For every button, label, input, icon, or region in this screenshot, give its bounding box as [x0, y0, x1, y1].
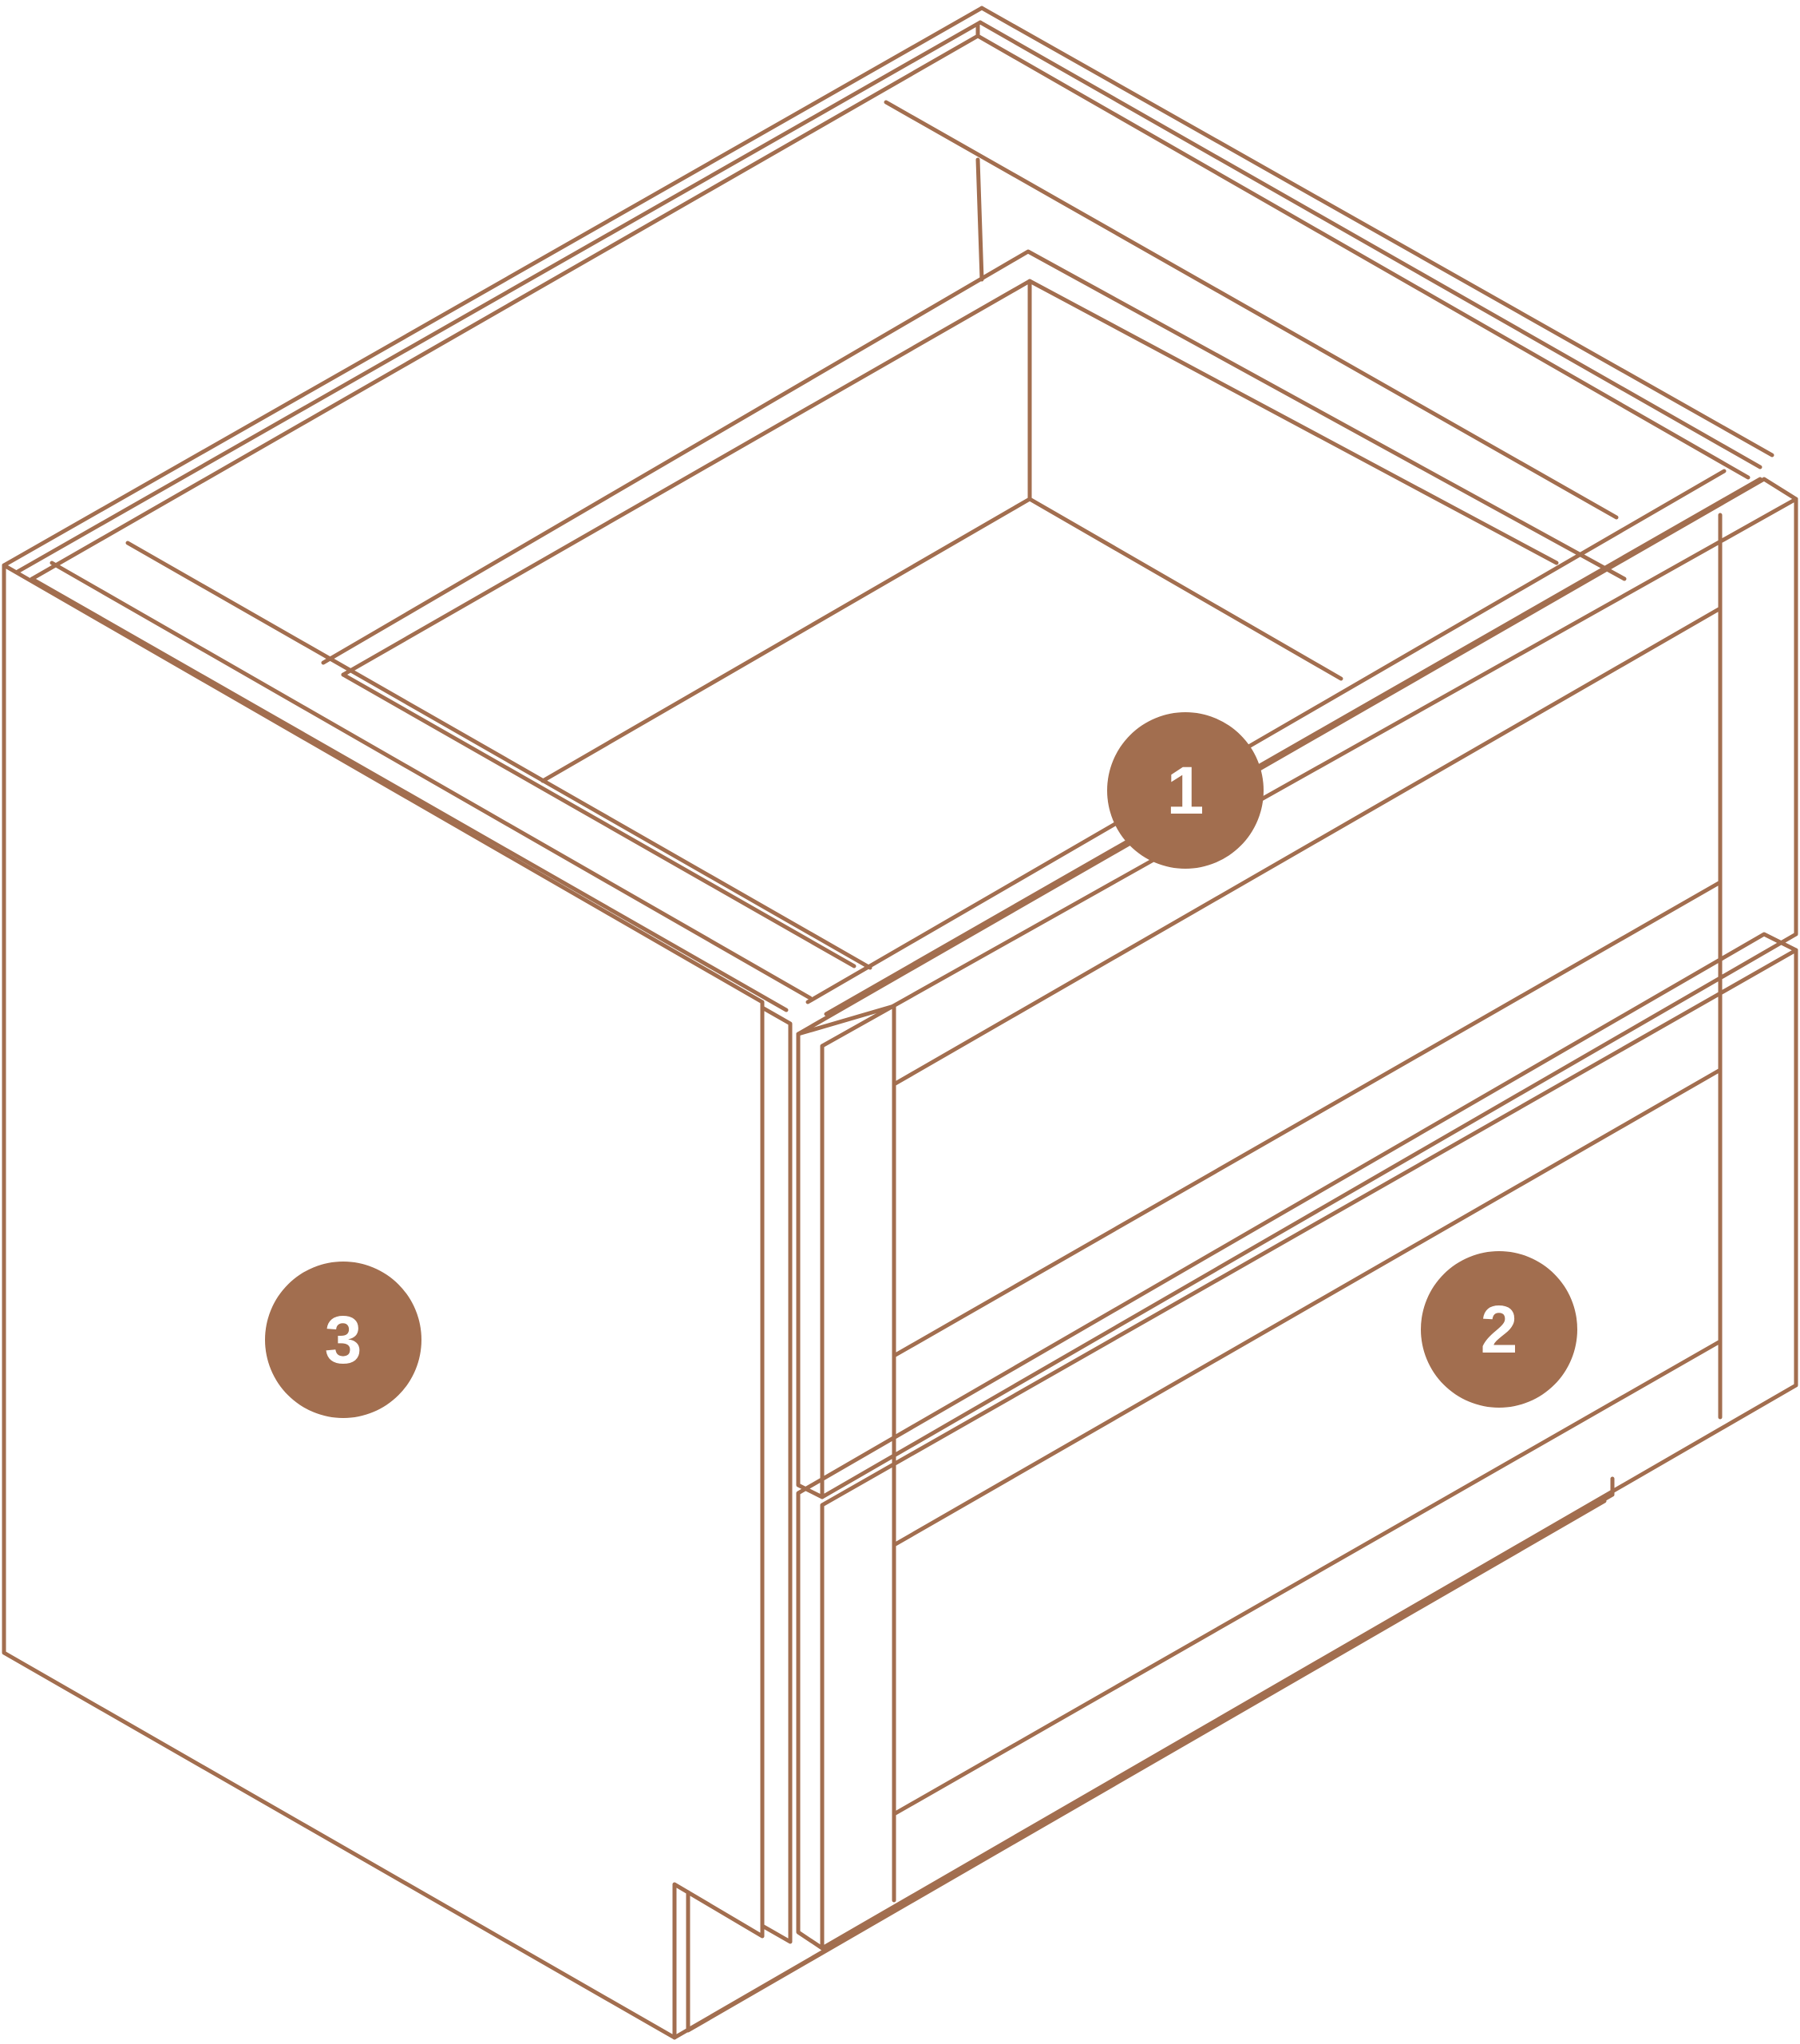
callout-2-marker [1421, 1251, 1577, 1408]
callout-1: 1 [1107, 712, 1264, 869]
callout-3: 3 [265, 1262, 421, 1418]
top-left-rail [30, 561, 813, 1012]
face-frame-left-stile [760, 1005, 793, 1944]
cabinet-outline [2, 6, 1774, 2040]
drawer-box-top-edge [321, 249, 1627, 677]
toe-kick [672, 1476, 1615, 2040]
top-drawer-front-panel [892, 513, 1723, 1478]
callout-1-marker [1107, 712, 1264, 869]
top-drawer-front-edge [820, 497, 1798, 1499]
bottom-drawer-front-outer [796, 932, 1798, 1951]
callout-2-label: 2 [1481, 1292, 1518, 1367]
drawer-box [321, 249, 1627, 969]
callout-3-marker [265, 1262, 421, 1418]
callout-2: 2 [1421, 1251, 1577, 1408]
interior-stretcher [125, 100, 1619, 970]
top-drawer-front-outer [796, 477, 1798, 1499]
side-panel-outline [2, 563, 765, 2040]
callout-1-label: 1 [1167, 753, 1205, 828]
bottom-drawer-front-edge [820, 948, 1798, 1951]
top-right-rail [975, 6, 1774, 480]
bottom-drawer-front-panel [892, 1068, 1723, 1903]
top-front-rail [2, 6, 984, 581]
callout-3-label: 3 [325, 1302, 362, 1377]
top-drawer-front [796, 477, 1798, 1499]
bottom-drawer-front [796, 932, 1798, 1951]
top-back-rail [805, 469, 1762, 1016]
top-drawer-front-rail [796, 1004, 896, 1036]
drawer-box-inner-corner [341, 279, 1343, 969]
